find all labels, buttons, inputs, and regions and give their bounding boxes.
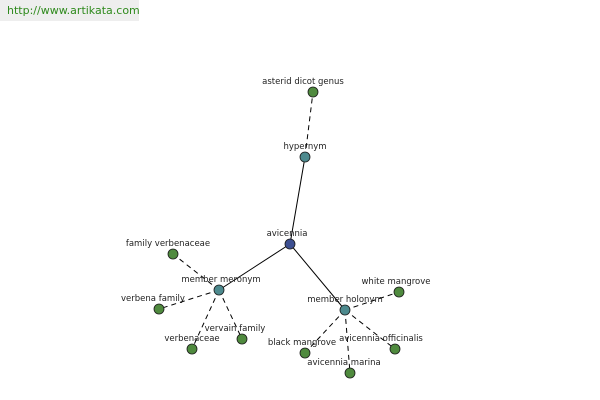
label-verbenaceae: verbenaceae <box>164 334 219 344</box>
node-family-verbenaceae[interactable] <box>167 248 179 260</box>
edge-avicennia-hypernym <box>289 156 306 245</box>
label-member-meronym: member meronym <box>181 275 260 285</box>
node-verbenaceae[interactable] <box>186 343 198 355</box>
edge-avicennia-member-holonym <box>289 243 346 311</box>
label-asterid-dicot-genus: asterid dicot genus <box>262 77 344 87</box>
node-black-mangrove[interactable] <box>299 347 311 359</box>
node-verbena-family[interactable] <box>153 303 165 315</box>
label-family-verbenaceae: family verbenaceae <box>126 239 210 249</box>
node-hypernym[interactable] <box>299 151 311 163</box>
label-avicennia: avicennia <box>267 229 308 239</box>
edge-meronym-vervain-family <box>218 289 243 340</box>
edge-avicennia-member-meronym <box>218 243 291 291</box>
label-black-mangrove: black mangrove <box>268 338 336 348</box>
label-white-mangrove: white mangrove <box>361 277 430 287</box>
node-member-holonym[interactable] <box>339 304 351 316</box>
label-vervain-family: vervain family <box>205 324 266 334</box>
edge-holonym-black-mangrove <box>304 309 346 354</box>
edge-hypernym-asterid-dicot-genus <box>304 91 314 158</box>
edge-holonym-avicennia-marina <box>344 309 351 374</box>
node-avicennia[interactable] <box>284 238 296 250</box>
node-vervain-family[interactable] <box>236 333 248 345</box>
edge-meronym-verbenaceae <box>191 289 220 350</box>
edge-holonym-white-mangrove <box>344 291 400 311</box>
node-member-meronym[interactable] <box>213 284 225 296</box>
node-avicennia-marina[interactable] <box>344 367 356 379</box>
node-white-mangrove[interactable] <box>393 286 405 298</box>
label-member-holonym: member holonym <box>307 295 382 305</box>
label-avicennia-marina: avicennia marina <box>307 358 381 368</box>
edge-holonym-avicennia-officinalis <box>344 309 396 350</box>
site-watermark[interactable]: http://www.artikata.com <box>0 0 140 21</box>
edge-meronym-family-verbenaceae <box>172 253 220 291</box>
node-asterid-dicot-genus[interactable] <box>307 86 319 98</box>
node-avicennia-officinalis[interactable] <box>389 343 401 355</box>
label-hypernym: hypernym <box>283 142 326 152</box>
edge-meronym-verbena-family <box>158 289 220 310</box>
label-avicennia-officinalis: avicennia officinalis <box>339 334 423 344</box>
label-verbena-family: verbena family <box>121 294 185 304</box>
